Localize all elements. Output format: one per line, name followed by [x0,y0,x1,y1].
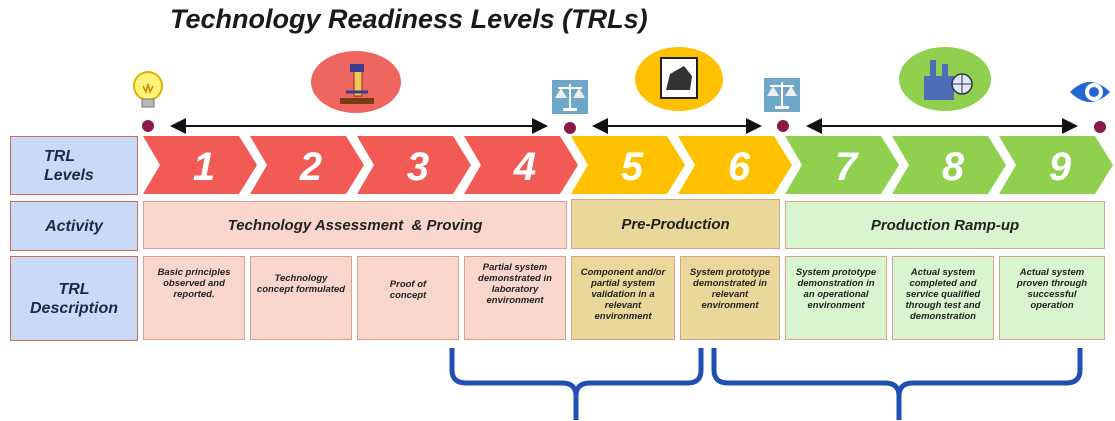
level-number: 7 [835,145,859,189]
level-number: 6 [728,145,751,189]
activity-pre-production: Pre-Production [571,199,780,249]
trl-description-9: Actual system proven through successful … [999,256,1105,340]
activity-technology-assessment: Technology Assessment & Proving [143,201,567,249]
eye-icon [1068,72,1112,112]
description-text: System prototype demonstration in an ope… [795,267,877,311]
level-number: 5 [621,145,644,189]
description-text: Partial system demonstrated in laborator… [478,262,552,306]
level-chevron-5 [571,136,685,194]
description-text: Component and/or partial system validati… [580,267,666,322]
row-label-activity: Activity [10,201,138,251]
diagram-title: Technology Readiness Levels (TRLs) [170,4,648,34]
description-text: Proof of concept [389,279,427,301]
activity-production-ramp-up: Production Ramp-up [785,201,1105,249]
activity-label: Pre-Production [621,215,730,233]
row-label-text: TRL Levels [44,147,94,184]
level-number: 9 [1049,145,1072,189]
level-chevron-8 [892,136,1006,194]
row-label-trl-description: TRL Description [10,256,138,341]
trl-description-3: Proof of concept [357,256,459,340]
industrial-plant-icon [898,46,992,112]
trl-description-4: Partial system demonstrated in laborator… [464,256,566,340]
level-number: 1 [193,145,215,189]
trl-description-2: Technology concept formulated [250,256,352,340]
lightbulb-icon [128,68,168,118]
trl-description-8: Actual system completed and service qual… [892,256,994,340]
description-text: System prototype demonstrated in relevan… [689,267,771,311]
row-label-trl-levels: TRL Levels [10,136,138,195]
row-label-text: Activity [45,217,103,235]
level-chevron-6 [678,136,792,194]
level-chevron-9 [999,136,1113,194]
level-chevron-7 [785,136,899,194]
trl-description-1: Basic principles observed and reported. [143,256,245,340]
description-text: Actual system proven through successful … [1016,267,1088,311]
level-number: 4 [513,145,536,189]
scales-icon-1 [552,80,588,114]
bracket-levels-4-6 [449,348,704,420]
trl-description-7: System prototype demonstration in an ope… [785,256,887,340]
phase-dot [1094,121,1106,133]
phase-dot [777,120,789,132]
level-chevron-3 [357,136,471,194]
trl-description-5: Component and/or partial system validati… [571,256,675,340]
level-chevron-4 [464,136,578,194]
microscope-icon [310,50,402,114]
activity-label: Technology Assessment & Proving [227,216,483,234]
factory-machine-icon [634,46,724,112]
row-label-text: TRL Description [29,280,118,317]
activity-label: Production Ramp-up [870,216,1020,234]
level-number: 3 [407,145,429,189]
level-chevron-1 [143,136,257,194]
phase-dot [564,122,576,134]
description-text: Basic principles observed and reported. [157,267,231,300]
bracket-levels-6-9 [711,348,1083,420]
description-text: Actual system completed and service qual… [905,267,981,322]
phase-dot [142,120,154,132]
scales-icon-2 [764,78,800,112]
trl-description-6: System prototype demonstrated in relevan… [680,256,780,340]
description-text: Technology concept formulated [256,273,346,295]
level-number: 2 [299,145,322,189]
level-chevron-2 [250,136,364,194]
level-number: 8 [942,145,965,189]
